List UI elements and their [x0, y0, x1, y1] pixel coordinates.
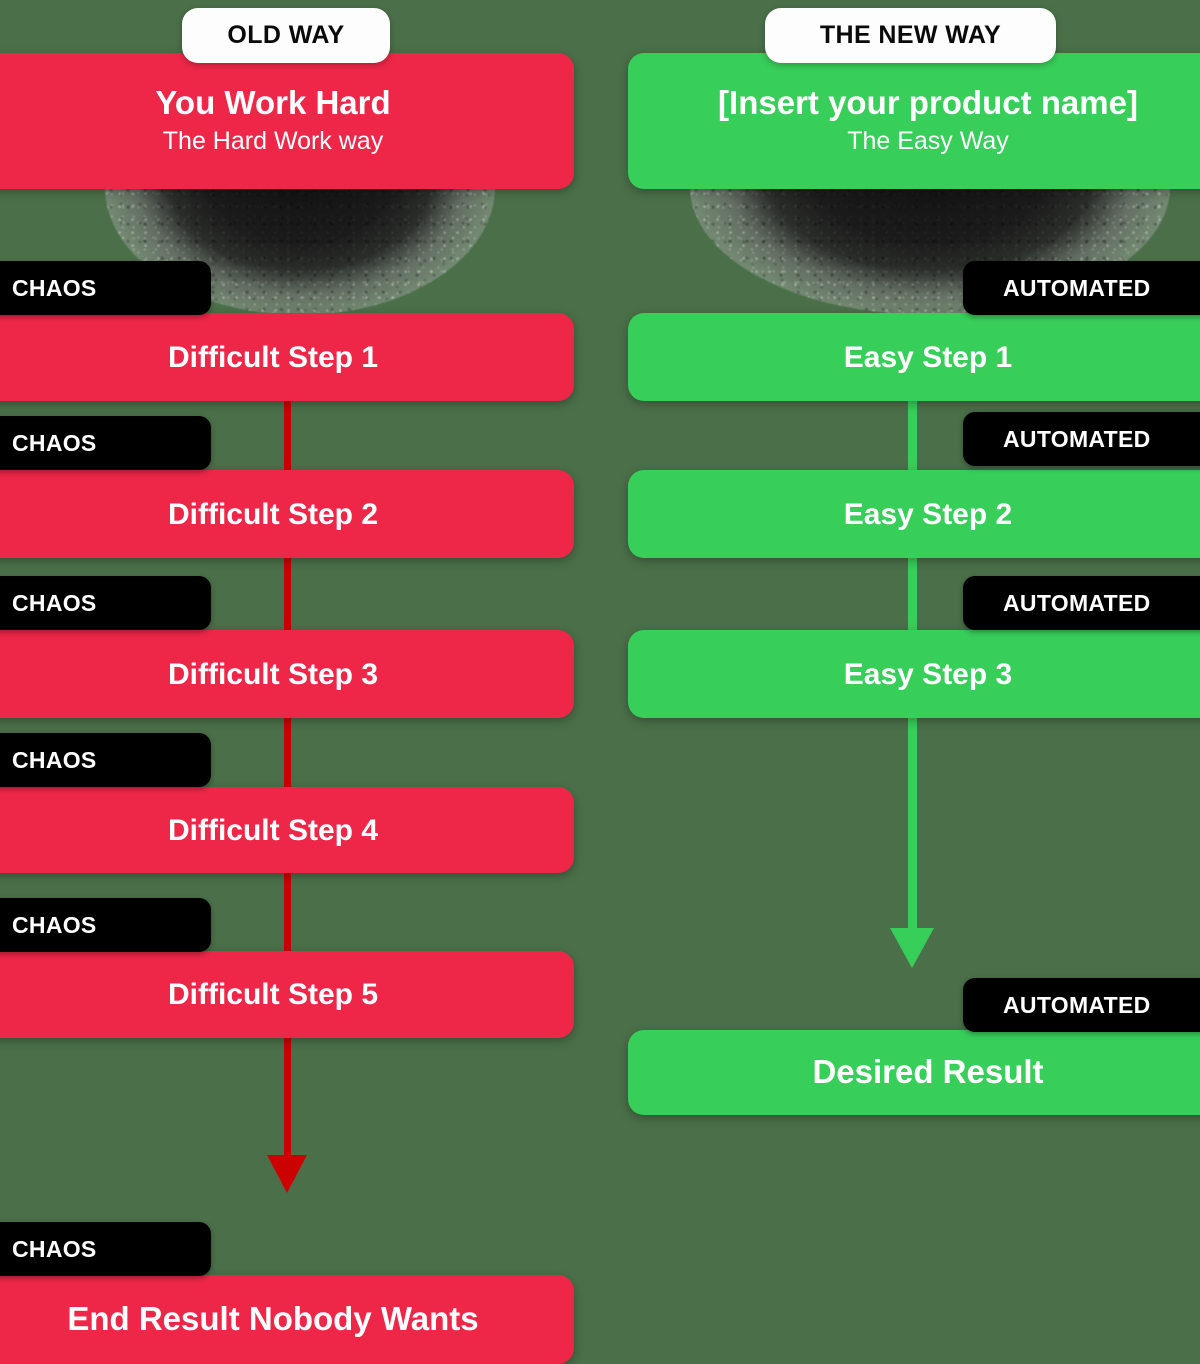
chaos-badge-1: CHAOS — [0, 261, 211, 315]
chaos-badge-2: CHAOS — [0, 416, 211, 470]
difficult-step-1-card[interactable]: Difficult Step 1 — [0, 313, 574, 401]
difficult-step-5-card[interactable]: Difficult Step 5 — [0, 951, 574, 1038]
difficult-step-2-label: Difficult Step 2 — [167, 497, 378, 531]
new-way-header-title: [Insert your product name] — [718, 84, 1138, 122]
automated-badge-result: AUTOMATED — [963, 978, 1200, 1032]
arrow-down-new-icon — [890, 928, 934, 968]
chaos-badge-3-label: CHAOS — [12, 589, 97, 616]
chaos-badge-5-label: CHAOS — [12, 911, 97, 938]
connector-old-5-result — [284, 1038, 291, 1158]
difficult-step-3-label: Difficult Step 3 — [167, 657, 378, 691]
new-way-title-pill: THE NEW WAY — [765, 8, 1056, 63]
old-way-result-label: End Result Nobody Wants — [67, 1300, 479, 1338]
automated-badge-1-label: AUTOMATED — [1003, 274, 1151, 301]
chaos-badge-result-label: CHAOS — [12, 1235, 97, 1262]
easy-step-1-label: Easy Step 1 — [843, 340, 1013, 374]
difficult-step-4-card[interactable]: Difficult Step 4 — [0, 787, 574, 873]
automated-badge-result-label: AUTOMATED — [1003, 991, 1151, 1018]
automated-badge-2-label: AUTOMATED — [1003, 425, 1151, 452]
new-way-title-label: THE NEW WAY — [819, 21, 1002, 49]
old-way-title-label: OLD WAY — [227, 21, 345, 49]
new-way-result-card[interactable]: Desired Result — [628, 1030, 1200, 1115]
difficult-step-2-card[interactable]: Difficult Step 2 — [0, 470, 574, 558]
old-way-result-card[interactable]: End Result Nobody Wants — [0, 1275, 574, 1364]
chaos-badge-5: CHAOS — [0, 898, 211, 952]
easy-step-1-card[interactable]: Easy Step 1 — [628, 313, 1200, 401]
easy-step-3-card[interactable]: Easy Step 3 — [628, 630, 1200, 718]
difficult-step-3-card[interactable]: Difficult Step 3 — [0, 630, 574, 718]
easy-step-3-label: Easy Step 3 — [843, 657, 1013, 691]
old-way-header-card[interactable]: You Work Hard The Hard Work way — [0, 53, 574, 189]
new-way-header-subtitle: The Easy Way — [847, 126, 1009, 155]
chaos-badge-3: CHAOS — [0, 576, 211, 630]
connector-old-1-2 — [284, 401, 291, 470]
difficult-step-1-label: Difficult Step 1 — [167, 340, 378, 374]
easy-step-2-label: Easy Step 2 — [843, 497, 1013, 531]
automated-badge-3: AUTOMATED — [963, 576, 1200, 630]
difficult-step-4-label: Difficult Step 4 — [167, 813, 378, 847]
difficult-step-5-label: Difficult Step 5 — [167, 978, 378, 1011]
connector-new-2-3 — [908, 558, 917, 630]
chaos-badge-4: CHAOS — [0, 733, 211, 787]
connector-old-4-5 — [284, 873, 291, 951]
old-way-header-title: You Work Hard — [155, 84, 391, 122]
automated-badge-2: AUTOMATED — [963, 412, 1200, 466]
connector-new-1-2 — [908, 401, 917, 470]
automated-badge-3-label: AUTOMATED — [1003, 589, 1151, 616]
connector-new-3-result — [908, 718, 917, 931]
chaos-badge-result: CHAOS — [0, 1222, 211, 1276]
easy-step-2-card[interactable]: Easy Step 2 — [628, 470, 1200, 558]
chaos-badge-1-label: CHAOS — [12, 274, 97, 301]
new-way-header-card[interactable]: [Insert your product name] The Easy Way — [628, 53, 1200, 189]
connector-old-3-4 — [284, 718, 291, 787]
chaos-badge-4-label: CHAOS — [12, 746, 97, 773]
old-way-title-pill: OLD WAY — [182, 8, 390, 63]
new-way-result-label: Desired Result — [812, 1053, 1044, 1091]
connector-old-2-3 — [284, 558, 291, 630]
automated-badge-1: AUTOMATED — [963, 261, 1200, 315]
old-way-header-subtitle: The Hard Work way — [162, 126, 384, 155]
arrow-down-old-icon — [267, 1155, 307, 1193]
chaos-badge-2-label: CHAOS — [12, 429, 97, 456]
